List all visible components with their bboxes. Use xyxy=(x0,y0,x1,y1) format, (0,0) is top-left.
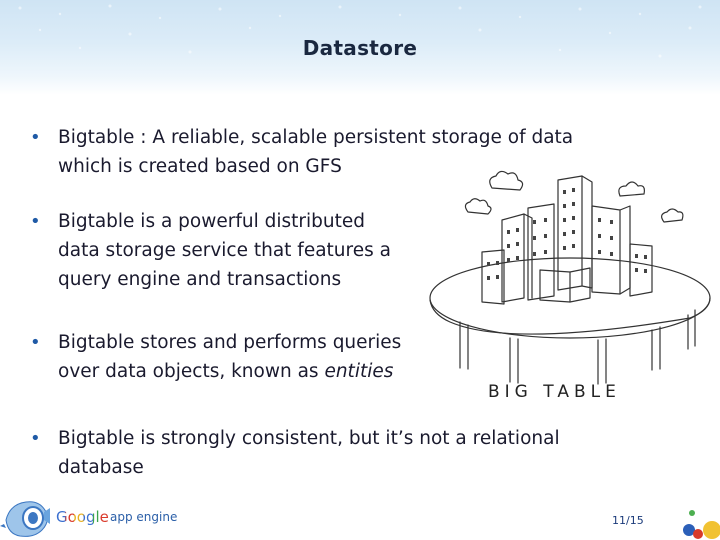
page-number: 11/15 xyxy=(612,514,644,527)
bullet-emphasis: entities xyxy=(324,361,394,382)
bullet-text: Bigtable stores and performs queries ove… xyxy=(58,328,401,386)
bullet-line: query engine and transactions xyxy=(58,269,342,290)
bullet-dot: • xyxy=(30,127,41,148)
bullet-line: Bigtable : A reliable, scalable persiste… xyxy=(58,127,574,148)
bullet-line: over data objects, known as entities xyxy=(58,357,401,386)
header-dots-decoration xyxy=(18,4,702,58)
bullet-line: data storage service that features a xyxy=(58,240,391,261)
bullet-dot: • xyxy=(30,428,41,449)
bullet-text: Bigtable is strongly consistent, but it’… xyxy=(58,424,560,482)
bigtable-illustration: BIG TABLE xyxy=(429,170,711,402)
bullet-dot: • xyxy=(30,211,41,232)
google-wordmark: Google xyxy=(56,508,109,526)
bullet-dot: • xyxy=(30,332,41,353)
bullet-line: which is created based on GFS xyxy=(58,156,342,177)
bullet-line: Bigtable is a powerful distributed xyxy=(58,211,365,232)
header-band xyxy=(0,0,720,95)
bullet-text: Bigtable is a powerful distributed data … xyxy=(58,207,391,294)
bullet-line-text: over data objects, known as xyxy=(58,361,325,382)
app-engine-logo xyxy=(0,501,50,537)
slide-title: Datastore xyxy=(302,36,418,60)
decorative-balls-icon xyxy=(683,510,720,539)
bullet-line: database xyxy=(58,457,144,478)
bullet-text: Bigtable : A reliable, scalable persiste… xyxy=(58,123,573,181)
illustration-caption: BIG TABLE xyxy=(488,382,621,402)
bullet-line: Bigtable is strongly consistent, but it’… xyxy=(58,428,560,449)
bullet-line: Bigtable stores and performs queries xyxy=(58,332,402,353)
google-brand: Google xyxy=(56,508,109,526)
app-engine-label: app engine xyxy=(110,510,178,524)
